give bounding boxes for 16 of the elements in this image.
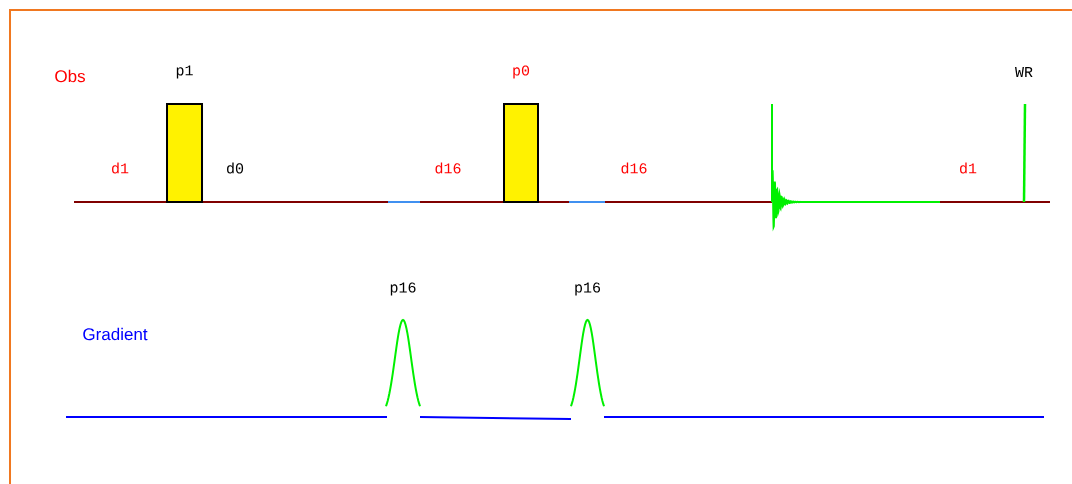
delay-label: d16 (435, 162, 461, 174)
channel-label: Gradient (83, 327, 148, 341)
pulse-label: p1 (176, 65, 193, 79)
delay-label: d0 (227, 162, 244, 174)
delay-label: d16 (621, 162, 647, 174)
pulse-label: p16 (575, 282, 601, 296)
pulse-box (503, 103, 539, 203)
channel-label: Obs (55, 69, 85, 83)
pulse-label: p16 (390, 282, 416, 296)
delay-label: d1 (960, 162, 977, 174)
pulse-label: WR (1015, 67, 1033, 77)
gradient-pulse (385, 318, 421, 408)
pulse-box (166, 103, 203, 203)
pulse-label: p0 (513, 65, 530, 79)
delay-label: d1 (112, 162, 129, 174)
gradient-pulse (570, 318, 605, 408)
